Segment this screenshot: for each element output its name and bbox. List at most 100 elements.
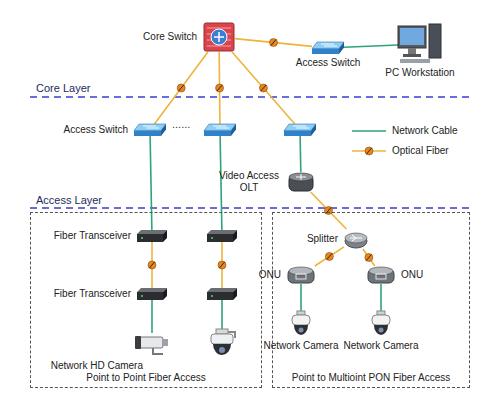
- device-icon: [312, 42, 344, 54]
- legend-text: Network Cable: [392, 125, 458, 137]
- fiber-slash: [261, 85, 266, 91]
- camera-back: [162, 339, 168, 346]
- fiber-link: [315, 247, 344, 266]
- device-icon: [287, 266, 315, 284]
- legend-text: Optical Fiber: [392, 145, 449, 157]
- transceiver-front: [137, 234, 163, 242]
- fiber-dot: [216, 84, 224, 92]
- access-switch: [204, 124, 236, 136]
- switch-arrows: [293, 126, 309, 128]
- fiber-slash: [327, 253, 332, 259]
- device-icon: [204, 124, 236, 136]
- network-camera: Network Camera: [370, 311, 392, 337]
- switch-top: [284, 124, 316, 131]
- switch-side: [311, 124, 316, 136]
- pc-monitor: [398, 26, 426, 48]
- fiber-slash: [220, 262, 225, 268]
- fiber-transceiver: Fiber Transceiver: [137, 288, 167, 300]
- fiber-dot: [365, 254, 373, 262]
- device-icon: [207, 288, 237, 300]
- switch-arrows: [321, 44, 337, 46]
- camera-mount: [153, 348, 163, 354]
- switch-top: [204, 124, 236, 131]
- switch-top: [134, 124, 166, 131]
- access-switch: [284, 124, 316, 136]
- layer-label: Access Layer: [36, 194, 102, 206]
- dome-lens: [219, 347, 225, 353]
- fiber-link: [235, 39, 312, 47]
- onu-device: ONU: [367, 266, 395, 284]
- dome-camera: [207, 329, 237, 361]
- cable-line: [150, 136, 152, 230]
- device-icon: [137, 288, 167, 300]
- fiber-dot: [325, 207, 333, 215]
- device-label: Splitter: [307, 233, 338, 245]
- fiber-link: [218, 242, 226, 288]
- switch-front: [312, 49, 339, 54]
- cable-line: [221, 300, 223, 329]
- camera-hood: [135, 336, 141, 349]
- ellipsis-mark: ......: [172, 118, 190, 130]
- cable-link: [220, 136, 222, 230]
- device-label: PC Workstation: [385, 67, 454, 79]
- fiber-link: [216, 52, 224, 124]
- fiber-link: [154, 52, 207, 124]
- legend-fiber-dot: [365, 147, 373, 155]
- cable-line: [344, 45, 398, 47]
- transceiver-top: [137, 288, 167, 292]
- switch-front: [204, 131, 231, 136]
- fiber-transceiver: Fiber Transceiver: [137, 230, 167, 242]
- pc-tower: [429, 24, 441, 58]
- core-switch: Core Switch: [203, 22, 235, 52]
- fiber-slash: [179, 85, 184, 91]
- switch-arrows: [213, 126, 229, 128]
- device-label: ONU: [259, 269, 281, 281]
- cable-line: [300, 284, 302, 311]
- fiber-dot: [148, 261, 156, 269]
- fiber-dot: [177, 84, 185, 92]
- core-switch-stripe: [207, 28, 231, 29]
- fiber-slash: [217, 85, 222, 91]
- pc-stand: [408, 48, 416, 54]
- transceiver-side: [163, 288, 167, 300]
- device-label: Network Camera: [263, 340, 338, 352]
- fiber-transceiver: [207, 230, 237, 242]
- splitter-mark: [350, 235, 362, 241]
- device-label: Access Switch: [64, 124, 128, 136]
- switch-side: [161, 124, 166, 136]
- transceiver-side: [233, 288, 237, 300]
- netcam-housing: [292, 315, 310, 325]
- device-icon: [367, 266, 395, 284]
- transceiver-top: [137, 230, 167, 234]
- netcam-lens: [379, 328, 384, 333]
- fiber-link: [363, 249, 375, 266]
- fiber-line: [315, 247, 344, 266]
- transceiver-top: [207, 230, 237, 234]
- device-icon: [344, 229, 368, 249]
- cable-link: [152, 300, 153, 333]
- device-icon: [398, 24, 442, 64]
- device-icon: [135, 333, 169, 357]
- fiber-line: [154, 52, 207, 124]
- access-switch: Access Switch: [312, 42, 344, 54]
- cable-link: [381, 284, 382, 311]
- transceiver-top: [207, 288, 237, 292]
- splitter: Splitter: [344, 229, 368, 249]
- fiber-line: [363, 249, 375, 266]
- device-label: Core Switch: [143, 31, 197, 43]
- device-label: Network Camera: [343, 340, 418, 352]
- pc-keyboard: [400, 59, 430, 63]
- fiber-dot: [270, 39, 278, 47]
- core-switch-stripe: [207, 46, 231, 47]
- cable-line: [220, 136, 222, 230]
- legend-cable-sample: [352, 130, 386, 132]
- pc-screen: [400, 28, 424, 45]
- access-group: Point to Point Fiber AccessFiber Transce…: [30, 212, 262, 388]
- device-icon: [284, 124, 316, 136]
- switch-side: [339, 42, 344, 54]
- netcam-housing: [372, 315, 390, 325]
- dome-housing: [211, 334, 233, 344]
- transceiver-led: [141, 295, 143, 297]
- olt-device: Video Access OLT: [288, 172, 314, 192]
